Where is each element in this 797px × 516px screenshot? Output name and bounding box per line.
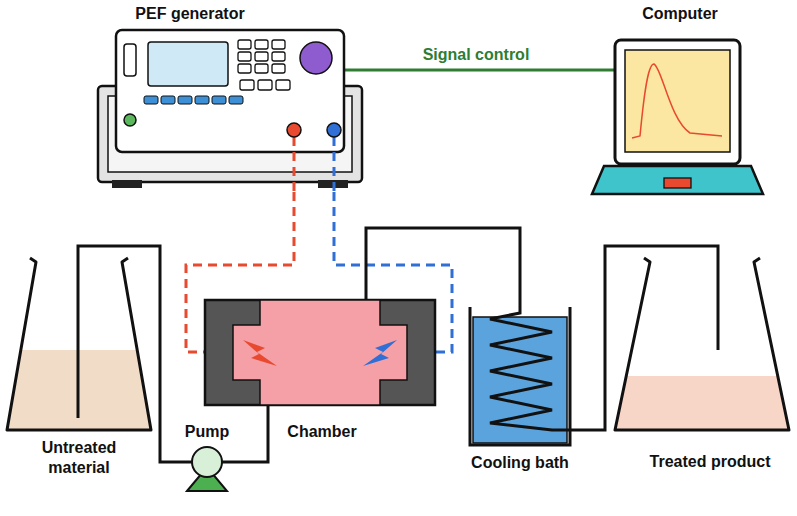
- pump-body: [192, 447, 222, 477]
- treated-flask: Treated product: [612, 258, 792, 432]
- node-shape: [205, 300, 435, 405]
- node-shape: [590, 38, 765, 198]
- water: [473, 317, 567, 443]
- node-shape: [4, 258, 154, 432]
- flask-outline: [615, 258, 789, 430]
- pef-generator: PEF generator: [98, 30, 362, 192]
- untreated-flask: Untreated material: [4, 258, 154, 432]
- key: [272, 40, 285, 49]
- button: [178, 96, 192, 104]
- computer: Computer: [590, 38, 765, 198]
- edge-label: Signal control: [420, 45, 533, 64]
- node-shape: [98, 30, 362, 192]
- button: [144, 96, 158, 104]
- key: [240, 80, 254, 90]
- node-label: Treated product: [650, 452, 771, 472]
- pulse-curve: [632, 64, 722, 138]
- liquid: [615, 376, 789, 430]
- key: [272, 64, 285, 73]
- terminal: [287, 123, 301, 137]
- power-led: [124, 114, 136, 126]
- pump: Pump: [192, 447, 222, 477]
- key: [238, 40, 251, 49]
- display: [148, 42, 228, 86]
- slot: [124, 44, 136, 76]
- signal-stub: [590, 69, 615, 72]
- node-label: Computer: [642, 4, 718, 24]
- tube: [717, 258, 720, 350]
- treatment-chamber: Chamber: [205, 300, 435, 405]
- spark: [243, 340, 277, 366]
- lead: [333, 137, 336, 192]
- key: [272, 52, 285, 61]
- chamber-cavity: [233, 300, 407, 405]
- generator-body: [116, 30, 344, 152]
- keyboard-base: [592, 166, 763, 194]
- tube: [77, 258, 80, 418]
- node-label: Cooling bath: [471, 453, 569, 473]
- screen: [625, 50, 730, 152]
- coil: [490, 305, 570, 430]
- button: [229, 96, 243, 104]
- button: [212, 96, 226, 104]
- key: [258, 80, 272, 90]
- key: [255, 40, 268, 49]
- cooling-bath: Cooling bath: [470, 305, 570, 445]
- terminal: [327, 123, 341, 137]
- key: [238, 64, 251, 73]
- node-label: Pump: [185, 422, 229, 442]
- knob: [300, 42, 332, 74]
- key: [255, 64, 268, 73]
- node-shape: [192, 447, 222, 477]
- node-label: PEF generator: [135, 4, 244, 24]
- node-shape: [612, 258, 792, 432]
- node-label: Untreated material: [14, 438, 144, 478]
- connector: [366, 228, 520, 305]
- node-label: Chamber: [287, 422, 356, 442]
- beaker-outline: [470, 307, 570, 445]
- connector: [362, 69, 590, 72]
- screen-frame: [615, 40, 740, 164]
- node-shape: [470, 305, 570, 445]
- button: [195, 96, 209, 104]
- flask-glass: [615, 258, 789, 430]
- key: [276, 80, 290, 90]
- spark: [363, 340, 397, 366]
- signal-stub: [344, 69, 362, 72]
- touchpad: [664, 178, 691, 188]
- chamber-housing: [205, 300, 435, 405]
- key: [238, 52, 251, 61]
- button: [161, 96, 175, 104]
- flask-outline: [7, 258, 151, 430]
- foot: [112, 180, 142, 188]
- key: [255, 52, 268, 61]
- lead: [293, 137, 296, 192]
- flask-glass: [7, 258, 151, 430]
